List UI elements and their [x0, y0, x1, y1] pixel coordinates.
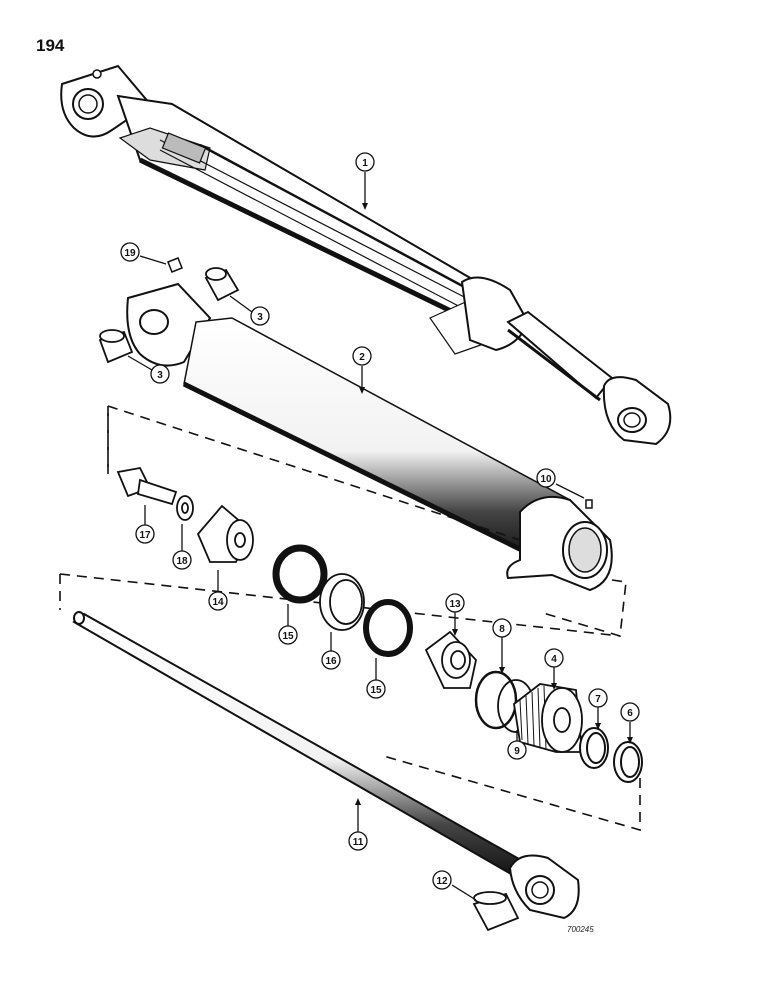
- callout-1: 1: [355, 152, 375, 205]
- callout-18: 18: [172, 524, 192, 570]
- svg-text:3: 3: [257, 312, 263, 323]
- svg-text:4: 4: [551, 654, 557, 665]
- svg-text:11: 11: [353, 837, 364, 848]
- callout-9: 9: [507, 730, 527, 760]
- gland: [513, 683, 583, 753]
- svg-text:10: 10: [540, 474, 552, 485]
- callout-17: 17: [135, 505, 155, 544]
- svg-text:15: 15: [370, 685, 382, 696]
- svg-text:1: 1: [362, 158, 368, 169]
- callout-8: 8: [492, 618, 512, 670]
- callouts: 1 2 3 3 4 6 7: [120, 152, 640, 901]
- svg-text:12: 12: [436, 876, 448, 887]
- svg-text:14: 14: [212, 597, 224, 608]
- callout-16: 16: [321, 632, 341, 670]
- piston-seal-1: [272, 544, 328, 604]
- svg-text:2: 2: [359, 352, 365, 363]
- head-fitting: [585, 499, 593, 509]
- callout-15-second: 15: [366, 658, 386, 699]
- svg-text:9: 9: [514, 746, 520, 757]
- washer: [176, 495, 194, 521]
- wiper: [613, 741, 643, 783]
- svg-text:19: 19: [124, 248, 136, 259]
- callout-7: 7: [588, 688, 608, 726]
- piston-rod: [72, 611, 580, 920]
- callout-3-lower: 3: [127, 355, 170, 384]
- piston-seal-2: [363, 599, 413, 657]
- svg-text:8: 8: [499, 624, 505, 635]
- leader-arrows: [355, 203, 633, 805]
- callout-19: 19: [120, 242, 167, 265]
- assembled-cylinder: [60, 64, 672, 446]
- piston: [196, 504, 254, 563]
- callout-2: 2: [352, 346, 372, 390]
- grease-fitting: [167, 257, 183, 273]
- callout-14: 14: [208, 570, 228, 611]
- svg-text:16: 16: [325, 656, 337, 667]
- callout-12: 12: [432, 870, 477, 901]
- bushing-lower: [98, 329, 134, 364]
- bushing-upper: [204, 267, 240, 302]
- cylinder-barrel: [126, 282, 613, 592]
- wear-ring: [319, 573, 365, 631]
- page-number: 194: [36, 36, 65, 55]
- svg-text:18: 18: [176, 556, 188, 567]
- callout-6: 6: [620, 702, 640, 740]
- callout-4: 4: [544, 648, 564, 686]
- rod-bushing: [472, 891, 520, 932]
- callout-11: 11: [348, 802, 368, 851]
- svg-text:13: 13: [449, 599, 461, 610]
- callout-10: 10: [536, 468, 585, 499]
- bolt: [116, 466, 178, 506]
- svg-text:17: 17: [139, 530, 151, 541]
- spacer: [424, 630, 477, 689]
- svg-text:3: 3: [157, 370, 163, 381]
- svg-text:15: 15: [282, 631, 294, 642]
- callout-13: 13: [445, 593, 465, 632]
- svg-text:7: 7: [595, 694, 601, 705]
- rod-seal: [579, 727, 609, 769]
- callout-15-first: 15: [278, 604, 298, 645]
- figure-code: 700245: [567, 925, 594, 934]
- svg-text:6: 6: [627, 708, 633, 719]
- callout-3-upper: 3: [229, 295, 270, 326]
- o-ring: [474, 670, 518, 730]
